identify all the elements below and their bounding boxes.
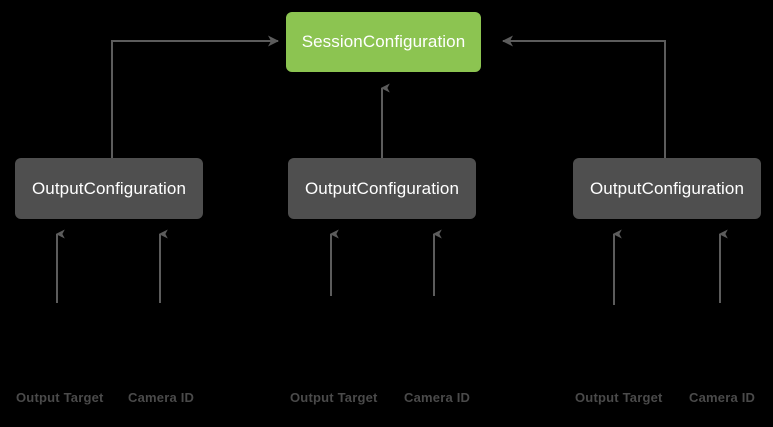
leaf-label-camera-id-1: Camera ID: [128, 390, 195, 405]
output-configuration-node-3[interactable]: OutputConfiguration: [573, 158, 761, 219]
edge-output1-to-session: [111, 35, 279, 158]
output-configuration-node-1[interactable]: OutputConfiguration: [15, 158, 203, 219]
leaf-label-output-target-1: Output Target: [16, 390, 104, 405]
output-configuration-node-2[interactable]: OutputConfiguration: [288, 158, 476, 219]
leaf-label-camera-id-3: Camera ID: [689, 390, 756, 405]
leaf-label-output-target-3: Output Target: [575, 390, 663, 405]
edge-output3-to-session: [502, 35, 666, 158]
session-configuration-node[interactable]: SessionConfiguration: [286, 12, 481, 72]
leaf-label-camera-id-2: Camera ID: [404, 390, 471, 405]
leaf-label-output-target-2: Output Target: [290, 390, 378, 405]
